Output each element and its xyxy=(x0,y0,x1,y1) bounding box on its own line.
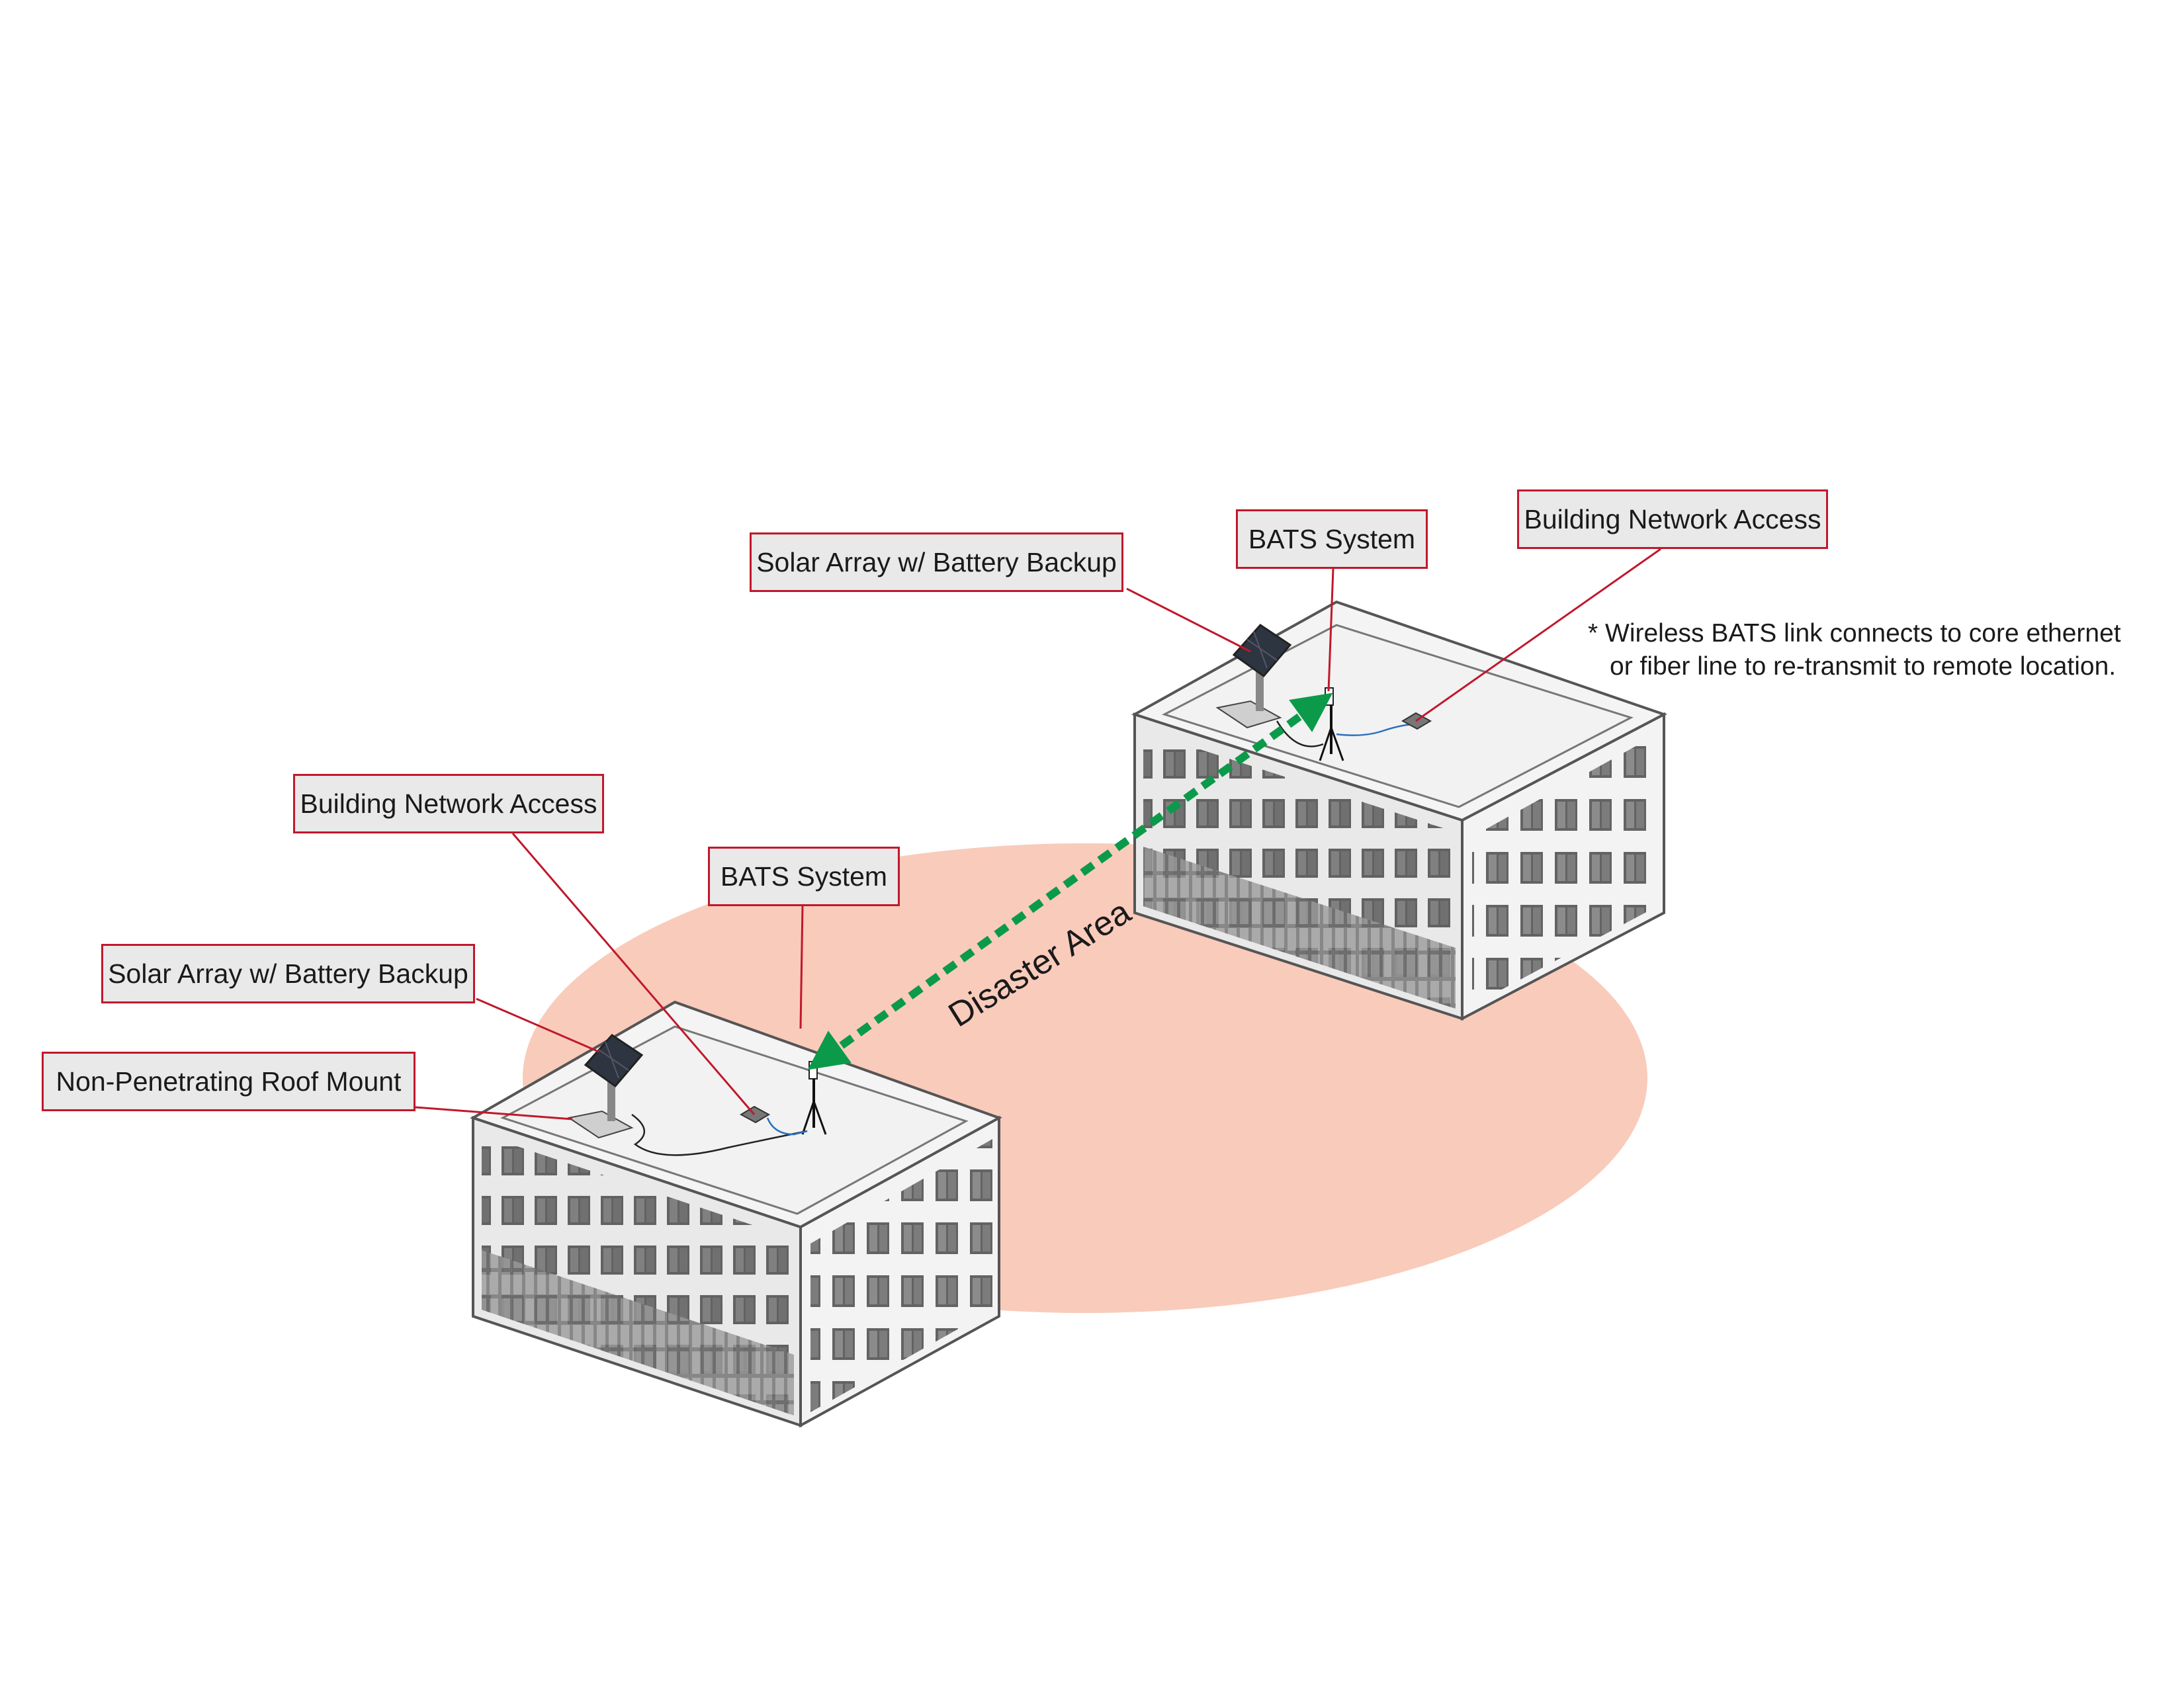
callout-network-access-right: Building Network Access xyxy=(1517,489,1828,549)
callout-solar-array-right: Solar Array w/ Battery Backup xyxy=(750,532,1123,592)
callout-bats-system-right: BATS System xyxy=(1236,509,1428,569)
callout-solar-array-left: Solar Array w/ Battery Backup xyxy=(101,944,475,1003)
callout-network-access-left: Building Network Access xyxy=(293,774,604,833)
left-solar-array xyxy=(567,1034,644,1139)
callout-roof-mount-left: Non-Penetrating Roof Mount xyxy=(42,1052,415,1111)
wireless-link-note-line2: or fiber line to re-transmit to remote l… xyxy=(1610,652,2117,681)
leader-lines xyxy=(415,548,1661,1120)
wireless-link-arrow xyxy=(807,693,1333,1070)
wireless-link-note-line1: * Wireless BATS link connects to core et… xyxy=(1588,619,2121,648)
left-power-cable xyxy=(631,1113,808,1156)
left-network-cable xyxy=(766,1117,808,1136)
right-network-cable xyxy=(1336,723,1417,736)
wireless-link-note: * Wireless BATS link connects to core et… xyxy=(1588,617,2121,683)
callout-bats-system-left: BATS System xyxy=(708,847,900,906)
